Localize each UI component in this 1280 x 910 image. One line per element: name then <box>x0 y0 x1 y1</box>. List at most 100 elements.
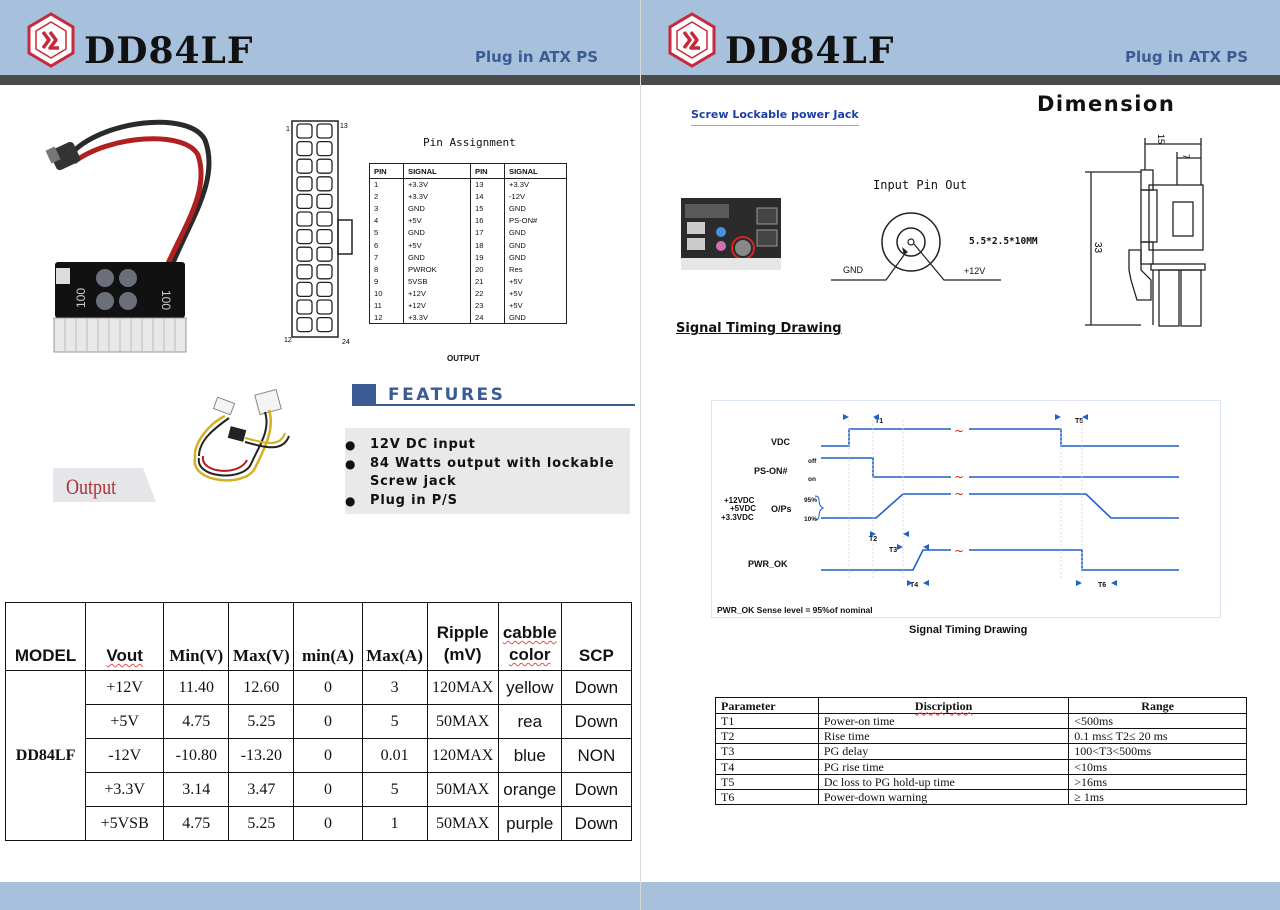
pin-signal: +3.3V <box>403 178 471 191</box>
spec-model-cell: DD84LF <box>4 670 87 841</box>
pin-signal: +12V <box>403 287 471 300</box>
spec-cell: 3 <box>361 670 428 705</box>
dimension-drawing: 15 7 33 <box>1085 134 1206 327</box>
timing-signal-12v: +12VDC <box>724 496 755 505</box>
pin-number: 22 <box>470 287 505 300</box>
pin-number: 15 <box>470 202 505 215</box>
pin-number: 7 <box>369 251 404 264</box>
pin-signal: GND <box>403 251 471 264</box>
spec-cell: 0 <box>293 704 363 739</box>
connector-pin <box>296 211 313 227</box>
connector-pin <box>316 211 333 227</box>
connector-pin <box>316 316 333 333</box>
pin-signal: Res <box>504 263 567 276</box>
param-cell: 100<T3<500ms <box>1068 743 1247 760</box>
connector-pin <box>296 316 313 333</box>
spec-cell: 5.25 <box>228 806 295 841</box>
pin-number: 9 <box>369 275 404 288</box>
spec-header-color: cabble color <box>502 623 557 664</box>
timing-break: ~ <box>954 424 964 438</box>
spec-cell: Down <box>560 806 633 841</box>
connector-pin <box>296 228 313 245</box>
param-header-parameter: Parameter <box>715 697 819 714</box>
spec-cell: 11.40 <box>163 670 230 705</box>
pin-signal: GND <box>403 202 471 215</box>
timing-marker-t3: T3 <box>889 547 897 554</box>
timing-level-on: on <box>808 476 816 483</box>
spec-cell: 120MAX <box>426 670 499 705</box>
spec-header-vout: Vout <box>106 646 143 665</box>
pin-number: 5 <box>369 226 404 239</box>
spec-header-scp: SCP <box>560 602 633 671</box>
spec-cell: 4.75 <box>163 704 230 739</box>
pin-header: PIN <box>470 163 505 179</box>
connector-pin-24: 24 <box>342 339 350 346</box>
connector-pin <box>296 264 313 280</box>
param-cell: PG delay <box>817 743 1070 760</box>
connector-pin <box>296 140 313 157</box>
pin-signal: +5V <box>504 275 567 288</box>
spec-header-max-v: Max(V) <box>228 602 295 671</box>
spec-table: MODEL Vout Min(V) Max(V) min(A) Max(A) R… <box>4 602 633 841</box>
spec-cell: 0 <box>293 772 363 807</box>
timing-level-off: off <box>808 458 817 465</box>
param-cell: <500ms <box>1068 712 1247 730</box>
connector-pin <box>316 193 333 210</box>
input-pin-12v: +12V <box>964 266 986 276</box>
spec-cell: -12V <box>85 738 165 773</box>
pin-number: 6 <box>369 238 404 252</box>
brand-logo-icon <box>668 12 716 68</box>
spec-cell: 5 <box>361 772 428 807</box>
input-pin-gnd: GND <box>843 265 863 275</box>
pin-number: 3 <box>369 202 404 215</box>
feature-item: 12V DC input <box>345 436 614 455</box>
pin-signal: PS-ON# <box>504 214 567 227</box>
connector-pin <box>296 123 313 139</box>
spec-cell: purple <box>497 806 562 841</box>
feature-item: 84 Watts output with lockable <box>345 455 614 474</box>
pin-number: 19 <box>470 251 505 264</box>
input-pin-diagram <box>831 212 1001 281</box>
pin-number: 4 <box>369 214 404 227</box>
input-pin-size: 5.5*2.5*10MM <box>969 236 1038 247</box>
pin-number: 14 <box>470 190 505 203</box>
param-cell: <10ms <box>1068 758 1247 775</box>
timing-signal-vdc: VDC <box>771 437 791 447</box>
param-cell: T2 <box>715 728 819 745</box>
pin-number: 16 <box>470 214 505 227</box>
spec-cell: 5.25 <box>228 704 295 739</box>
pin-signal: +5V <box>403 214 471 227</box>
timing-caption: Signal Timing Drawing <box>909 624 1028 636</box>
brand-logo-icon <box>27 12 75 68</box>
param-cell: Power-down warning <box>817 788 1070 806</box>
spec-cell: +5VSB <box>85 806 165 841</box>
product-photo: 100 100 <box>45 119 212 353</box>
spec-cell: 1 <box>361 806 428 841</box>
spec-cell: NON <box>560 738 633 773</box>
dimension-7: 7 <box>1181 154 1191 159</box>
timing-level-10: 10% <box>804 516 817 523</box>
param-cell: PG rise time <box>817 758 1070 775</box>
spec-cell: +12V <box>85 670 165 705</box>
connector-pin <box>316 246 333 262</box>
pin-number: 23 <box>470 299 505 312</box>
connector-pin <box>316 299 333 315</box>
connector-pin <box>296 193 313 210</box>
connector-pin-12: 12 <box>284 337 292 344</box>
back-panel-photo <box>681 198 781 270</box>
connector-pin <box>316 123 333 139</box>
param-cell: T6 <box>715 788 819 806</box>
pin-signal: GND <box>504 226 567 239</box>
